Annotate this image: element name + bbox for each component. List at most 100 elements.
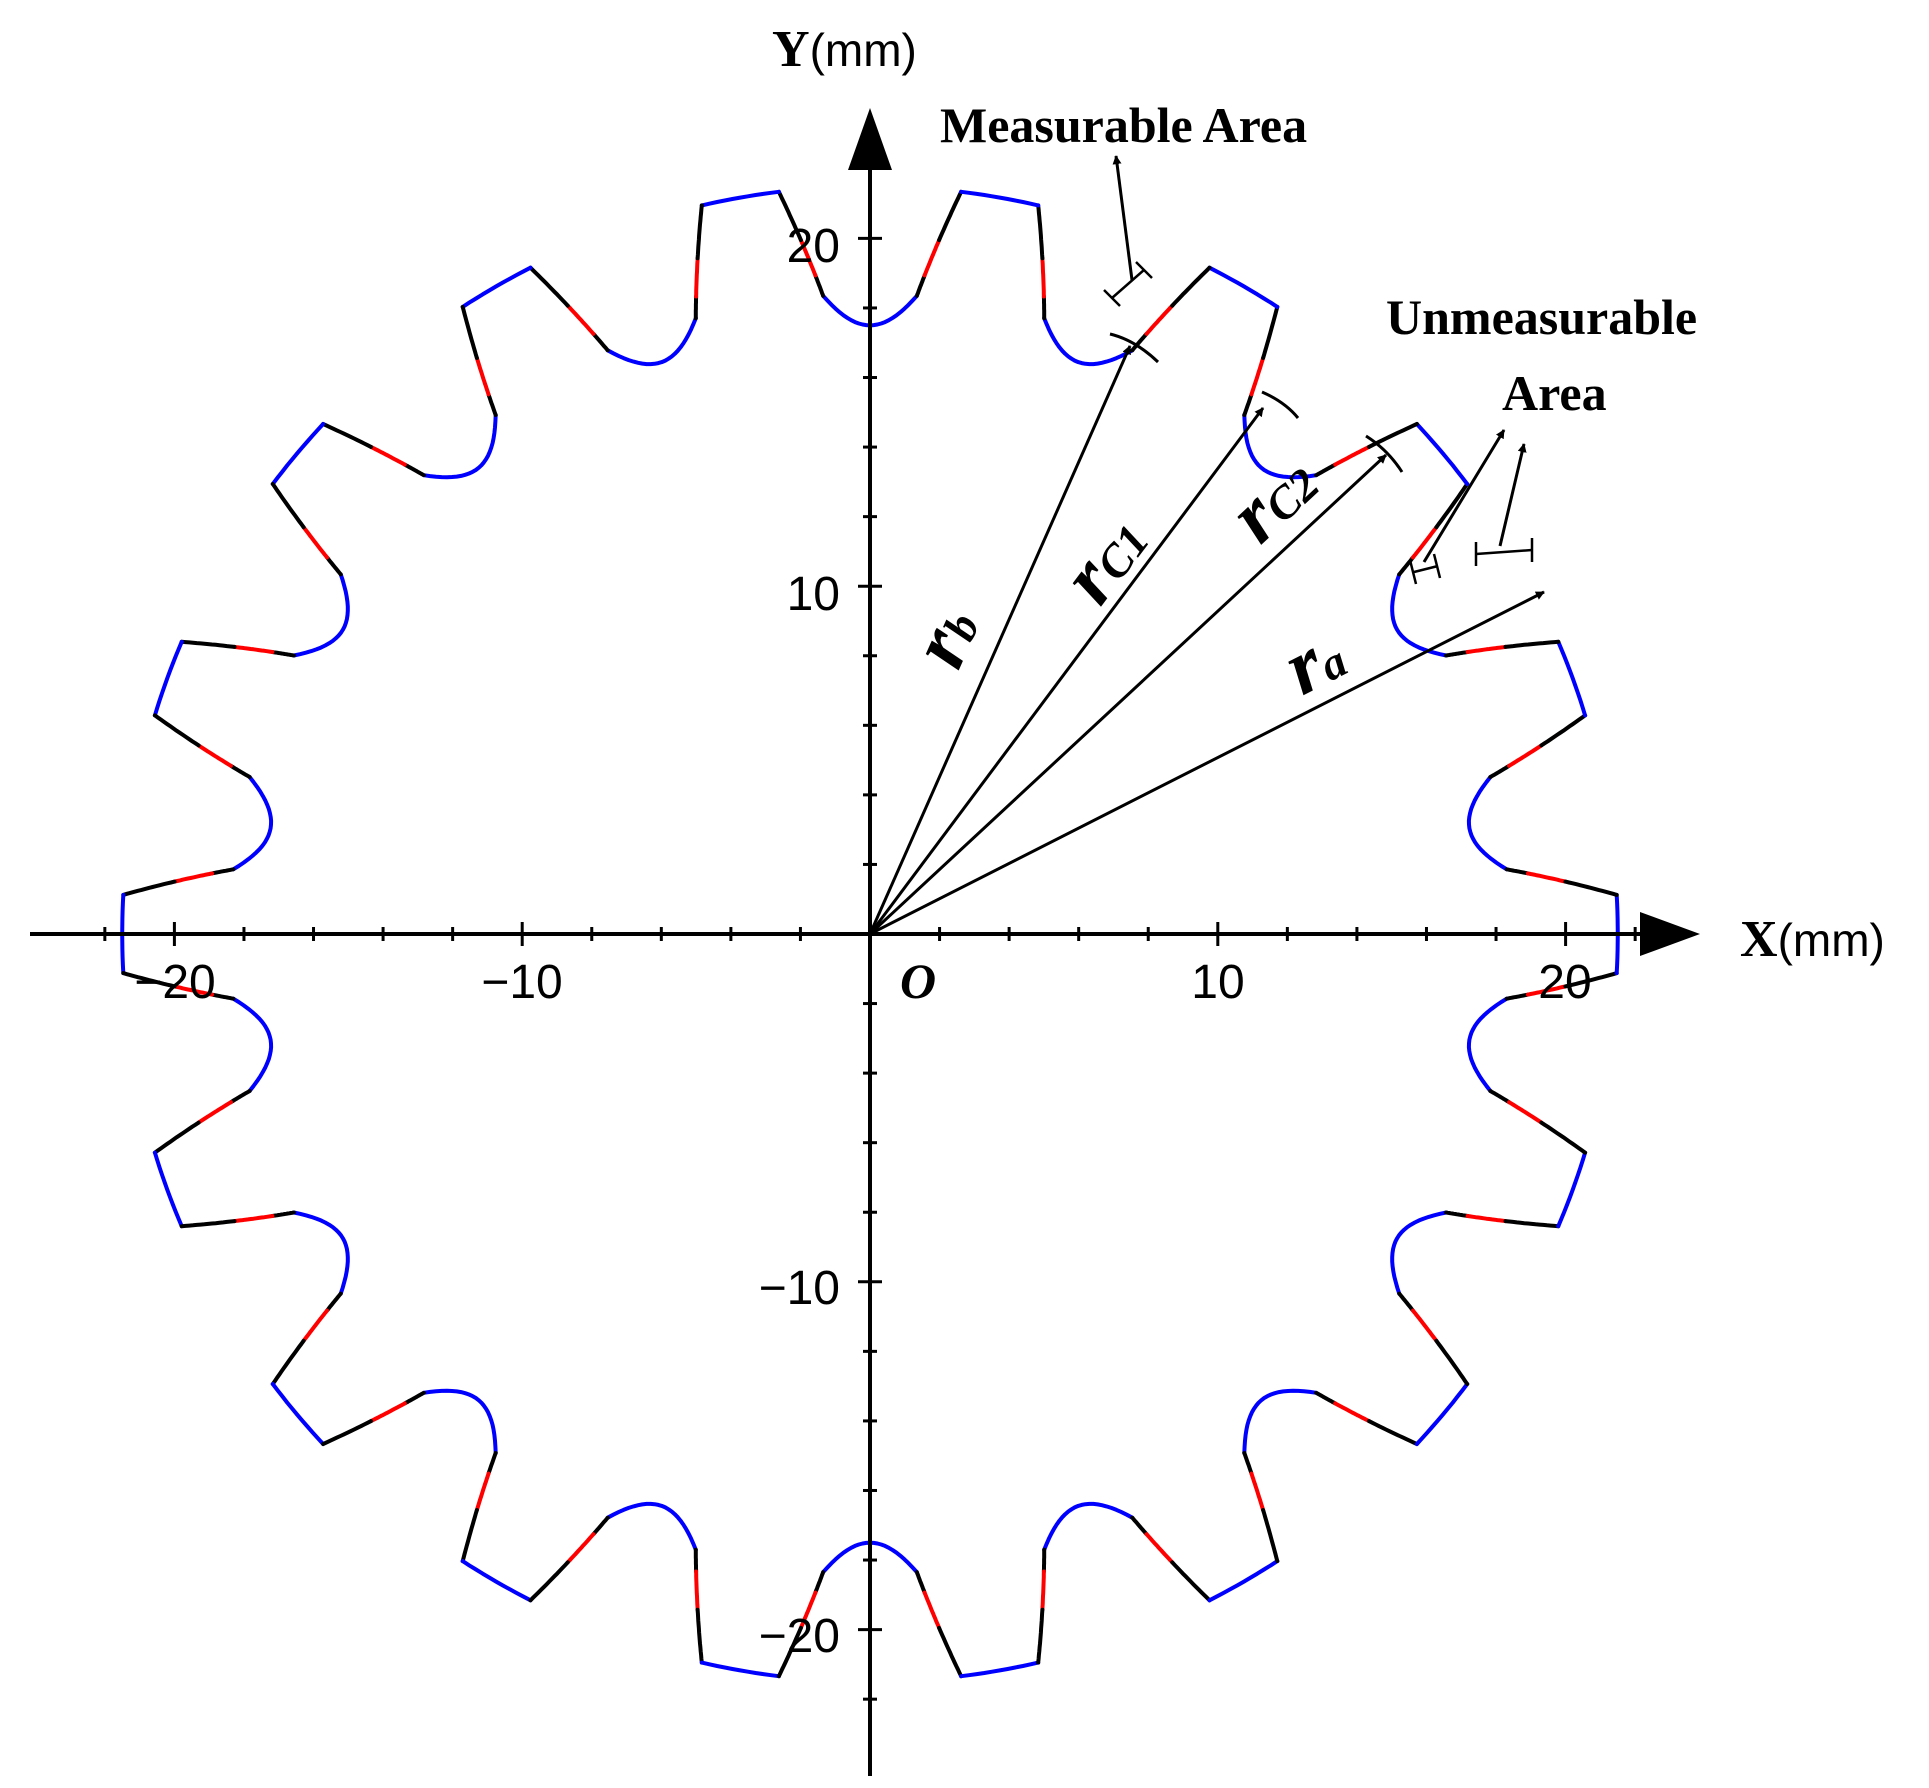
gear-flank-measurable	[1040, 1569, 1046, 1612]
gear-flank-lower	[402, 462, 426, 478]
gear-flank-lower	[1504, 867, 1530, 876]
gear-fillet	[1042, 1501, 1135, 1552]
y-axis-title: Y(mm)	[772, 21, 917, 78]
gear-flank-upper	[1563, 971, 1619, 989]
gear-flank-measurable	[1144, 303, 1175, 336]
gear-flank-upper	[1503, 1219, 1561, 1229]
gear-fillet	[1466, 775, 1509, 872]
gear-flank-upper	[1563, 879, 1619, 897]
gear-flank-measurable	[1144, 1532, 1175, 1565]
gear-flank-upper	[179, 639, 237, 649]
gear-outline	[120, 189, 1620, 1679]
x-axis-title-unit: (mm)	[1778, 914, 1885, 966]
gear-fillet	[231, 775, 274, 872]
radius-arrow-rc2	[868, 453, 1388, 936]
gear-flank-lower	[486, 1451, 498, 1476]
gear-tip	[460, 1559, 533, 1603]
gear-flank-lower	[1488, 763, 1512, 779]
rb-arc-marker	[1109, 332, 1160, 364]
gear-flank-lower	[1242, 1451, 1254, 1476]
gear-tip	[1414, 1382, 1470, 1446]
gear-flank-lower	[1397, 1291, 1415, 1313]
gear-flank-measurable	[1465, 644, 1508, 654]
gear-fillet	[1242, 413, 1319, 480]
gear-flank-lower	[914, 273, 927, 298]
gear-flank-measurable	[1333, 1401, 1371, 1424]
gear-flank-upper	[776, 1625, 803, 1679]
x-tick-neg10: −10	[481, 956, 562, 1009]
radius-arrow-rb	[868, 345, 1132, 935]
x-axis-title: X(mm)	[1740, 911, 1885, 968]
gear-tip	[270, 1382, 326, 1446]
gear-flank-measurable	[196, 743, 233, 768]
gear-flank-upper	[121, 971, 177, 989]
unmeasurable-area-bracket-1	[1408, 553, 1442, 585]
gear-flank-measurable	[1333, 444, 1371, 467]
origin-label: O	[900, 953, 936, 1009]
gear-tip	[1556, 639, 1588, 718]
gear-flank-measurable	[196, 1100, 233, 1125]
label-rc1: rC1	[1044, 498, 1165, 619]
gear-flank-upper	[937, 1625, 964, 1679]
gear-flank-measurable	[798, 238, 818, 278]
gear-tip	[959, 1660, 1041, 1679]
gear-fillet	[1466, 996, 1509, 1093]
gear-flank-upper	[1261, 1508, 1280, 1564]
gear-flank-measurable	[369, 1401, 407, 1424]
gear-tip	[270, 422, 326, 486]
gear-flank-upper	[937, 189, 964, 243]
gear-flank-measurable	[1249, 356, 1266, 397]
gear-flank-upper	[321, 422, 373, 449]
gear-flank-upper	[121, 879, 177, 897]
radius-arrow-rc1	[868, 407, 1265, 935]
gear-flank-measurable	[1411, 1308, 1439, 1343]
gear-flank-measurable	[922, 238, 942, 278]
gear-flank-upper	[270, 482, 306, 530]
gear-fillet	[421, 1388, 498, 1455]
gear-flank-upper	[1539, 1120, 1588, 1155]
gear-flank-lower	[591, 1515, 610, 1537]
gear-flank-upper	[528, 265, 570, 308]
gear-tip	[1207, 265, 1280, 309]
gear-flank-lower	[270, 1210, 296, 1218]
gear-flank-measurable	[1249, 1471, 1266, 1512]
gear-flank-measurable	[301, 1308, 329, 1343]
gear-flank-measurable	[1526, 871, 1568, 884]
gear-flank-upper	[152, 1120, 201, 1155]
gear-flank-measurable	[1465, 1214, 1508, 1224]
gear-flank-upper	[179, 1219, 237, 1229]
gear-flank-lower	[210, 992, 236, 1001]
gear-flank-measurable	[1411, 525, 1439, 560]
rc2-arc-marker	[1365, 434, 1404, 473]
gear-flank-measurable	[694, 1569, 700, 1612]
gear-fillet	[291, 572, 350, 658]
gear-fillet	[231, 996, 274, 1093]
gear-tip	[460, 265, 533, 309]
gear-flank-measurable	[1507, 1100, 1544, 1125]
gear-fillet	[291, 1210, 350, 1296]
gear-flank-measurable	[474, 356, 491, 397]
gear-tip	[699, 189, 781, 208]
gear-flank-upper	[270, 1338, 306, 1386]
gear-flank-measurable	[694, 256, 700, 299]
x-tick-neg20: −20	[134, 956, 215, 1009]
gear-flank-lower	[270, 650, 296, 658]
gear-fillet	[1242, 1388, 1319, 1455]
gear-fillet	[1390, 572, 1449, 658]
gear-flank-upper	[1036, 203, 1045, 261]
gear-fillet	[1390, 1210, 1449, 1296]
gear-flank-upper	[1503, 639, 1561, 649]
gear-flank-upper	[1434, 482, 1470, 530]
y-axis-title-unit: (mm)	[810, 24, 917, 76]
gear-flank-upper	[460, 304, 479, 360]
gear-flank-measurable	[301, 525, 329, 560]
unmeasurable-area-pointer-2	[1498, 443, 1527, 547]
gear-flank-measurable	[369, 444, 407, 467]
unmeasurable-area-label-line2: Area	[1502, 365, 1607, 421]
gear-tip	[1414, 422, 1470, 486]
gear-flank-upper	[695, 203, 704, 261]
gear-flank-measurable	[474, 1471, 491, 1512]
rc1-arc-marker	[1261, 390, 1300, 419]
